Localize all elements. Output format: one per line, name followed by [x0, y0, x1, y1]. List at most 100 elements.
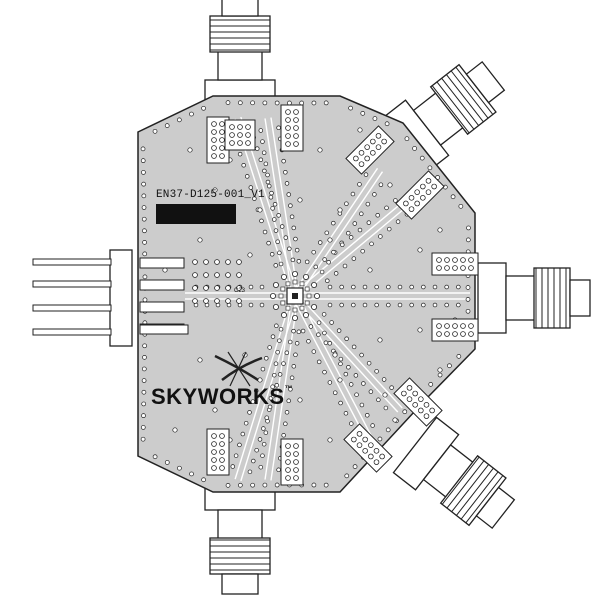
ic-ring-via	[311, 303, 318, 310]
edge-via	[465, 297, 471, 302]
fence-via	[338, 400, 343, 406]
edge-via	[250, 100, 255, 106]
header-via	[214, 259, 220, 265]
header-pad	[139, 279, 185, 291]
ground-via	[297, 397, 303, 403]
fence-via	[311, 349, 317, 354]
edge-via	[465, 285, 471, 290]
fence-via	[284, 181, 290, 186]
pad-via	[444, 331, 450, 337]
fence-via	[352, 221, 358, 226]
fence-via	[351, 284, 356, 290]
fence-via	[272, 202, 278, 207]
ground-via	[437, 227, 443, 233]
ground-via	[257, 377, 263, 383]
fence-via	[323, 340, 329, 346]
edge-via	[450, 194, 456, 200]
edge-via	[458, 203, 464, 209]
fence-via	[346, 364, 351, 370]
edge-via	[140, 436, 146, 442]
fence-via	[365, 413, 370, 418]
edge-via	[176, 117, 182, 123]
connector-body	[217, 509, 263, 541]
edge-via	[142, 355, 147, 360]
fence-via	[264, 415, 269, 420]
fence-via	[263, 430, 269, 435]
connector-nut	[209, 15, 271, 53]
fence-via	[278, 326, 284, 332]
fence-via	[359, 211, 364, 217]
fence-via	[397, 284, 403, 290]
pad-via	[285, 117, 291, 123]
fence-via	[374, 284, 379, 290]
trace-edge	[296, 201, 413, 299]
pad-via	[414, 200, 420, 207]
pad-via	[414, 189, 420, 195]
edge-via	[385, 427, 391, 433]
fence-via	[322, 369, 327, 375]
pad-via	[211, 441, 217, 447]
ground-via	[327, 437, 333, 443]
ground-via	[327, 237, 333, 243]
edge-via	[201, 105, 206, 111]
pad-via	[373, 459, 380, 465]
edge-via	[141, 216, 147, 222]
edge-via	[427, 165, 433, 171]
pad-via	[406, 385, 413, 391]
trace-to-bottom-right	[264, 295, 299, 481]
fence-via	[289, 375, 295, 381]
pad-via	[285, 475, 291, 481]
nut-thread	[431, 85, 470, 134]
fence-via	[327, 284, 333, 290]
fence-via	[366, 220, 372, 225]
ground-via	[357, 127, 363, 133]
pad-via	[425, 178, 432, 184]
trace-edge	[291, 167, 379, 295]
header-via	[225, 298, 231, 304]
header-via	[236, 298, 242, 304]
pad-via	[356, 431, 363, 437]
nut-thread	[455, 66, 494, 115]
header-via	[214, 298, 220, 304]
ic-ring-via	[291, 314, 298, 321]
fence-via	[342, 263, 348, 269]
header-body	[109, 249, 133, 347]
pad-via	[468, 265, 474, 271]
edge-via	[177, 465, 182, 471]
fence-via	[319, 269, 325, 275]
edge-via	[141, 401, 147, 407]
edge-via	[360, 111, 366, 116]
ic-ring-via	[272, 303, 279, 310]
edge-via	[152, 454, 158, 460]
pad-via	[381, 138, 387, 145]
fence-via	[327, 341, 333, 346]
fence-via	[248, 302, 254, 308]
pad-outline	[431, 252, 479, 276]
fence-via	[233, 453, 239, 458]
connector-flange	[477, 262, 507, 334]
pad-group-bottom-left	[206, 428, 230, 476]
edge-via	[437, 372, 443, 378]
ground-via	[437, 367, 443, 373]
fence-via	[276, 213, 281, 218]
pad-group-right-b	[431, 318, 479, 342]
rf-traces	[185, 116, 470, 482]
fence-via	[284, 350, 290, 356]
pad-via	[293, 133, 299, 139]
ground-via	[337, 207, 343, 213]
pad-via	[368, 453, 374, 460]
fence-via	[275, 349, 280, 355]
fence-via	[333, 271, 339, 276]
fence-via	[393, 198, 398, 203]
pad-group-right-a	[431, 252, 479, 276]
logo-stroke	[227, 351, 251, 387]
ground-via	[382, 392, 388, 398]
pad-via	[420, 183, 426, 190]
fence-via	[304, 259, 310, 265]
fence-via	[272, 217, 277, 222]
ic-ring-via	[302, 273, 309, 280]
edge-via	[189, 471, 194, 477]
pad-via	[285, 443, 291, 449]
pad-via	[436, 265, 442, 271]
edge-via	[274, 482, 280, 488]
